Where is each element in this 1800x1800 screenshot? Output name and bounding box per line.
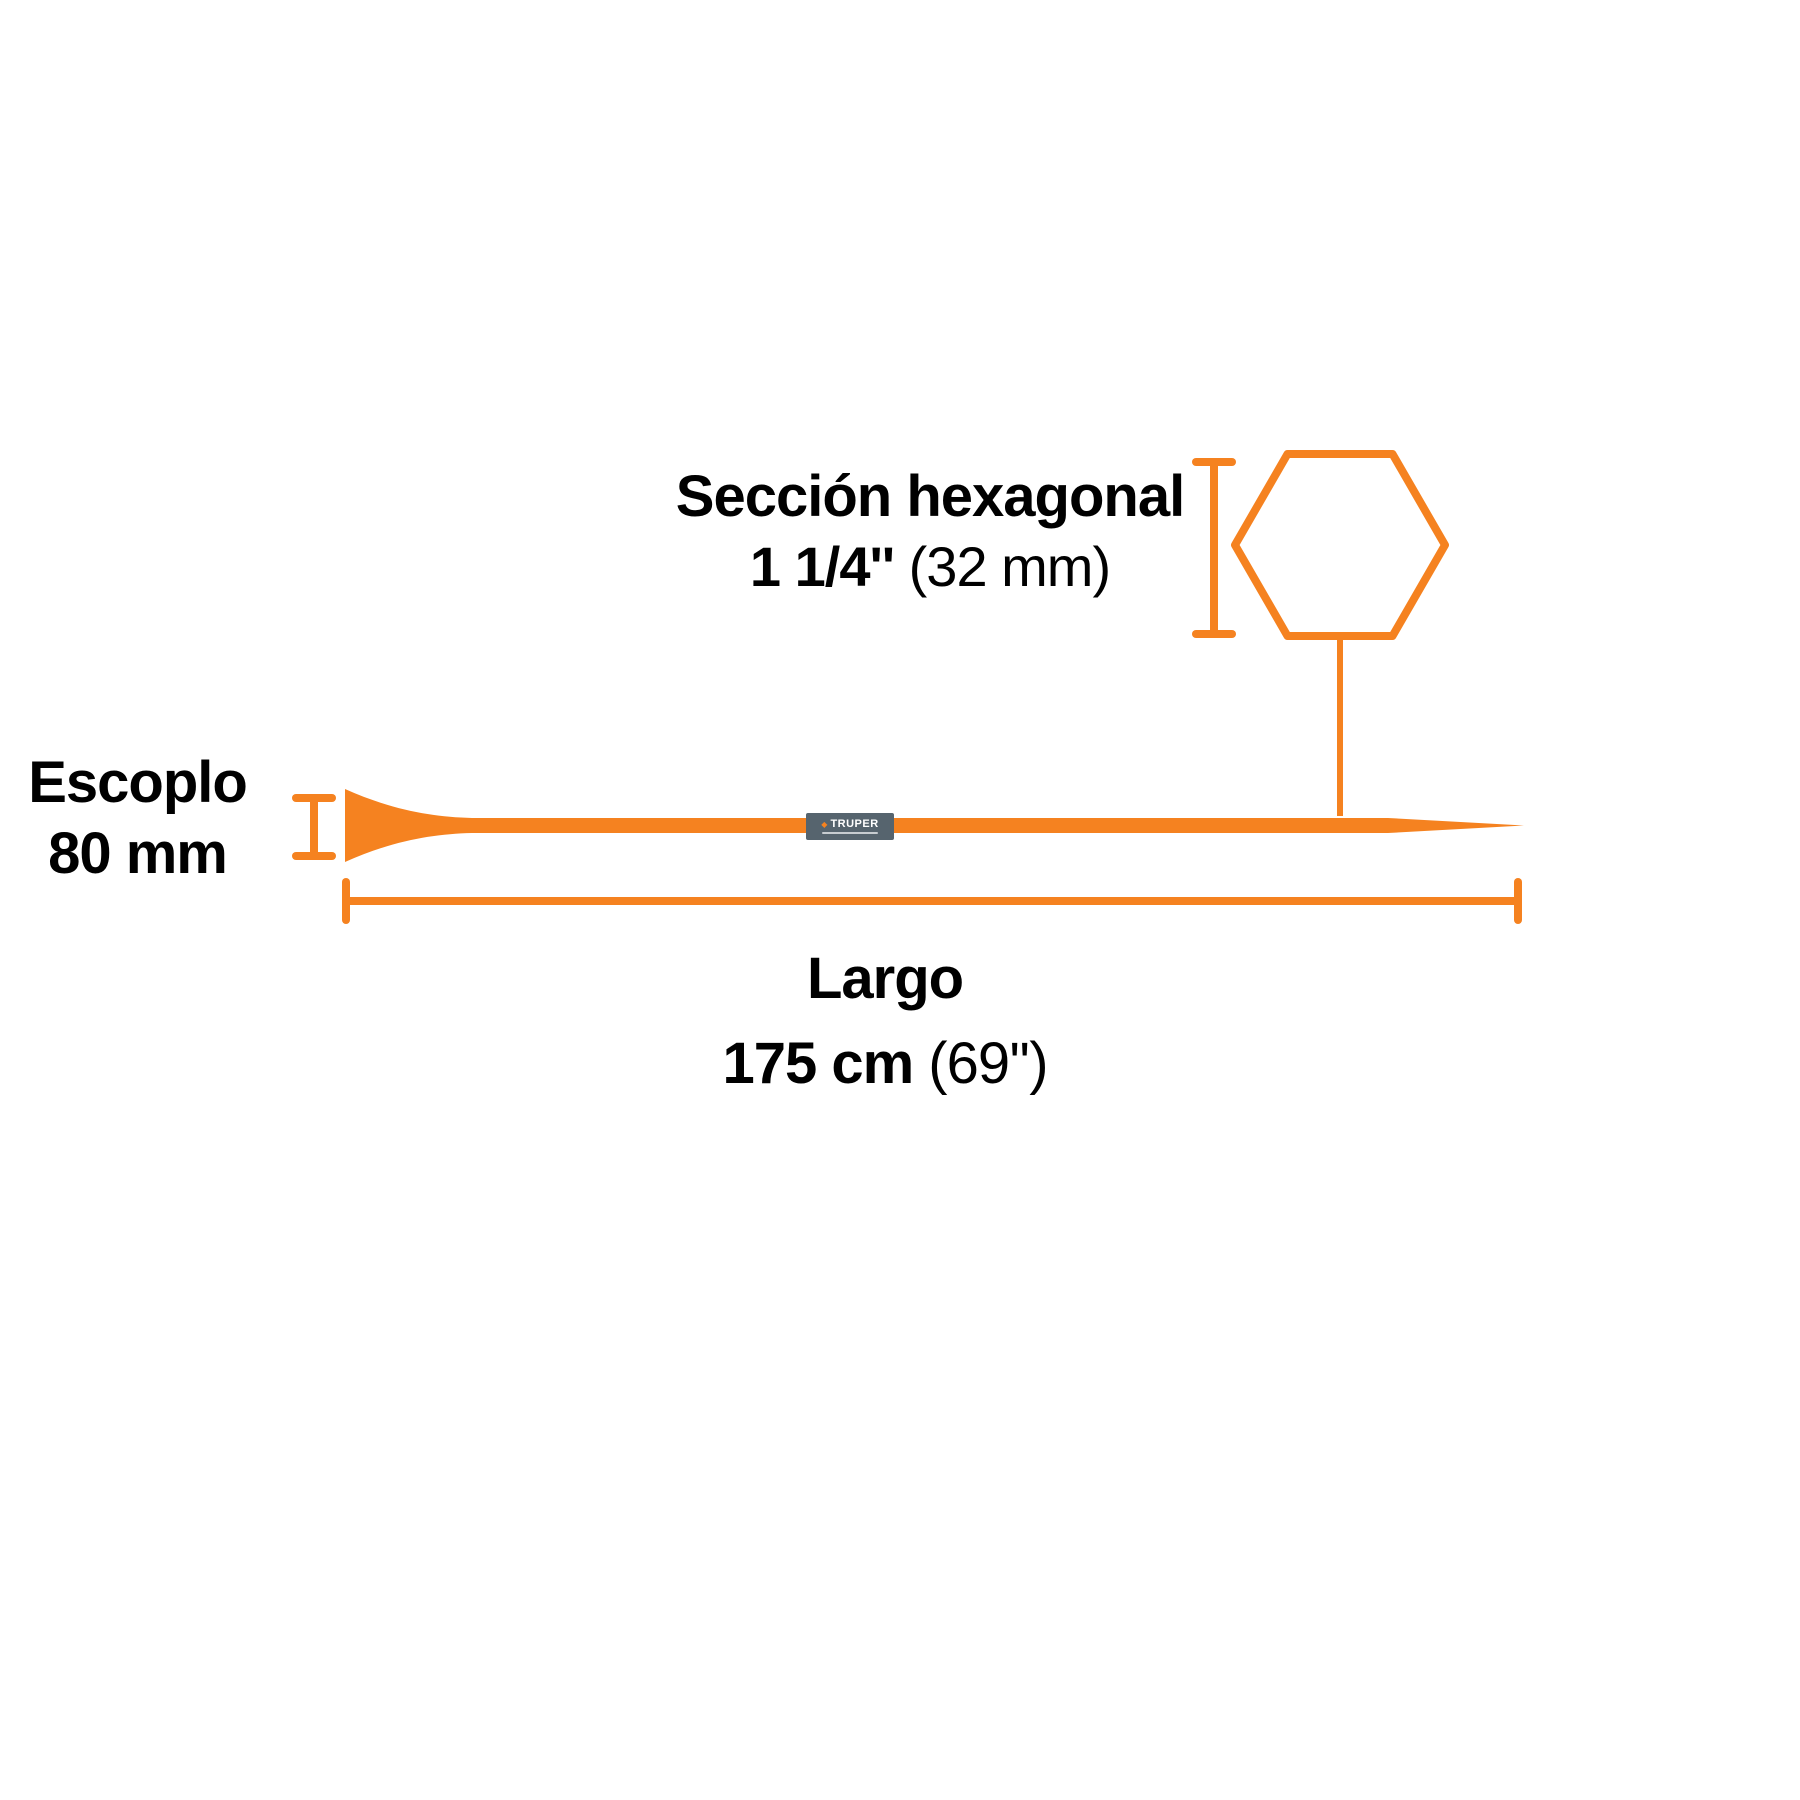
chisel-label: Escoplo 80 mm <box>10 748 265 890</box>
chisel-size: 80 mm <box>48 820 228 886</box>
chisel-dimension-marker <box>292 794 336 860</box>
chisel-title: Escoplo <box>28 750 248 815</box>
hexagon-dimension-marker <box>1192 458 1236 638</box>
hex-section-label: Sección hexagonal 1 1/4'' (32 mm) <box>640 462 1220 601</box>
hexagon-cross-section <box>1231 450 1449 640</box>
hex-section-size: 1 1/4'' (32 mm) <box>749 534 1111 598</box>
brand-name: TRUPER <box>830 818 879 830</box>
brand-diamond-icon: ◆ <box>821 819 828 829</box>
brand-badge: ◆ TRUPER <box>806 813 894 840</box>
length-title: Largo <box>806 946 964 1011</box>
length-size: 175 cm (69'') <box>722 1030 1048 1096</box>
brand-row: ◆ TRUPER <box>821 819 878 830</box>
length-label: Largo 175 cm (69'') <box>660 944 1110 1114</box>
brand-subline <box>822 832 878 834</box>
length-dimension-line <box>342 878 1522 924</box>
crowbar-bar <box>345 789 1524 862</box>
hex-section-title: Sección hexagonal <box>675 464 1185 529</box>
